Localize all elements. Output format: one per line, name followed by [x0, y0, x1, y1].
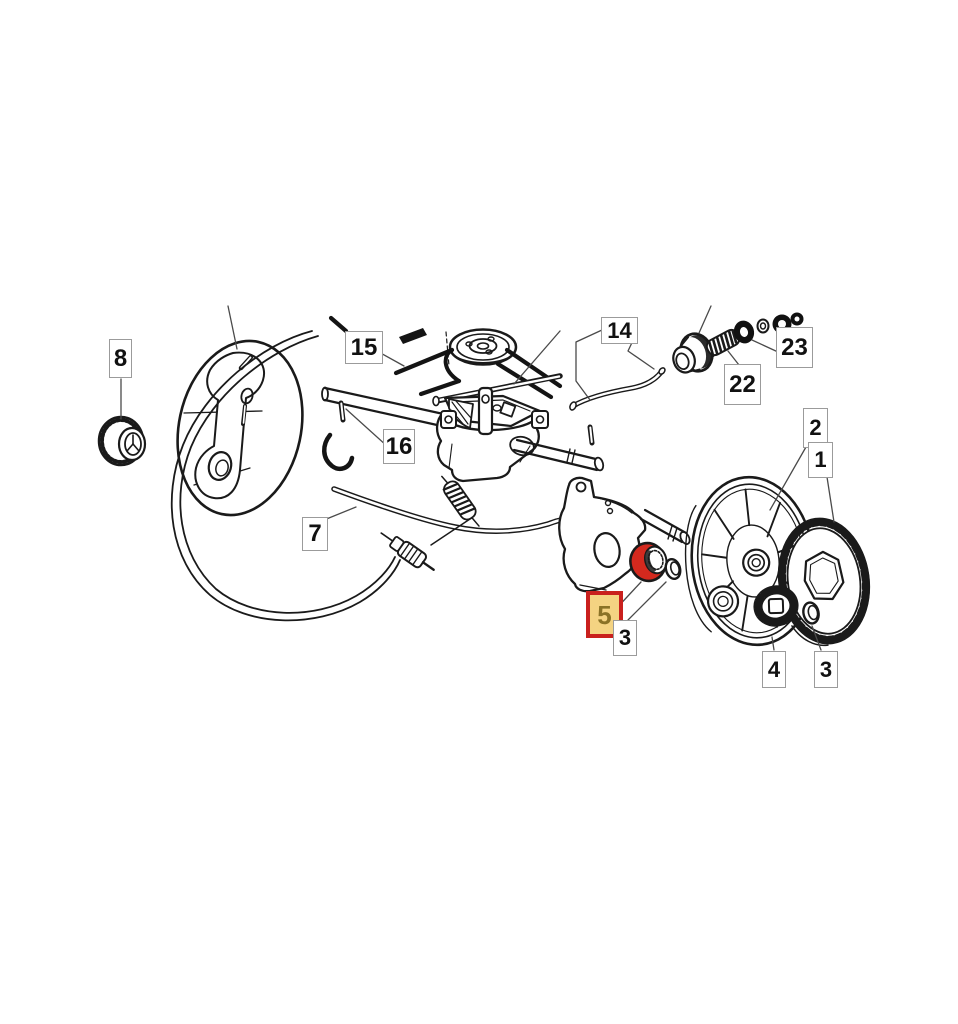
- part-label-3-left[interactable]: 3: [613, 620, 637, 656]
- ring-part-3-right: [802, 601, 820, 625]
- part-label-4[interactable]: 4: [762, 651, 786, 688]
- part-label-15[interactable]: 15: [345, 331, 383, 364]
- belt-cover-disc: [176, 339, 304, 517]
- ring-part-3-left: [664, 557, 682, 581]
- gearbox-housing: [432, 373, 605, 483]
- drive-pulley: [445, 328, 518, 367]
- spring-wire: [430, 518, 471, 546]
- part-label-8[interactable]: 8: [109, 339, 132, 378]
- splined-bushing-part-8: [97, 415, 147, 467]
- part-label-1[interactable]: 1: [808, 442, 833, 478]
- spring-part-22: [705, 328, 741, 357]
- pinion-gear-part-4: [753, 585, 799, 627]
- cable-adjuster: [380, 532, 435, 571]
- wheel-stub-shaft: [639, 508, 691, 545]
- shift-rod-part-14: [569, 367, 666, 411]
- part-label-14[interactable]: 14: [601, 317, 638, 344]
- part-label-7[interactable]: 7: [302, 517, 328, 551]
- part-label-2[interactable]: 2: [803, 408, 828, 448]
- tension-spring: [441, 475, 480, 527]
- part-label-16[interactable]: 16: [383, 429, 415, 464]
- adjuster-bracket: [558, 476, 647, 593]
- axle-shaft: [321, 386, 450, 429]
- part-label-23[interactable]: 23: [776, 327, 813, 368]
- clutch-cable-loop: [170, 330, 401, 622]
- part-label-3-right[interactable]: 3: [814, 651, 838, 688]
- part-label-22[interactable]: 22: [724, 364, 761, 405]
- bearing-part-5-highlighted[interactable]: [626, 539, 671, 585]
